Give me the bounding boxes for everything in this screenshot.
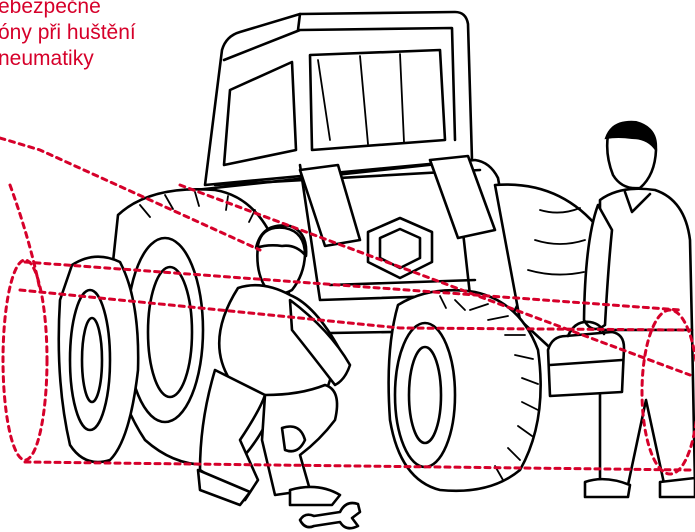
caption-line-3: neumatiky xyxy=(0,46,136,72)
warning-caption: ebezpečné óny při huštění neumatiky xyxy=(0,0,136,72)
danger-zone-ray-2 xyxy=(10,185,40,290)
caption-line-2: óny při huštění xyxy=(0,20,136,46)
danger-zone-bottom-line xyxy=(25,462,690,470)
detached-tire xyxy=(389,290,541,491)
wrench xyxy=(300,503,360,528)
caption-line-1: ebezpečné xyxy=(0,0,136,20)
spare-tire xyxy=(59,257,138,462)
